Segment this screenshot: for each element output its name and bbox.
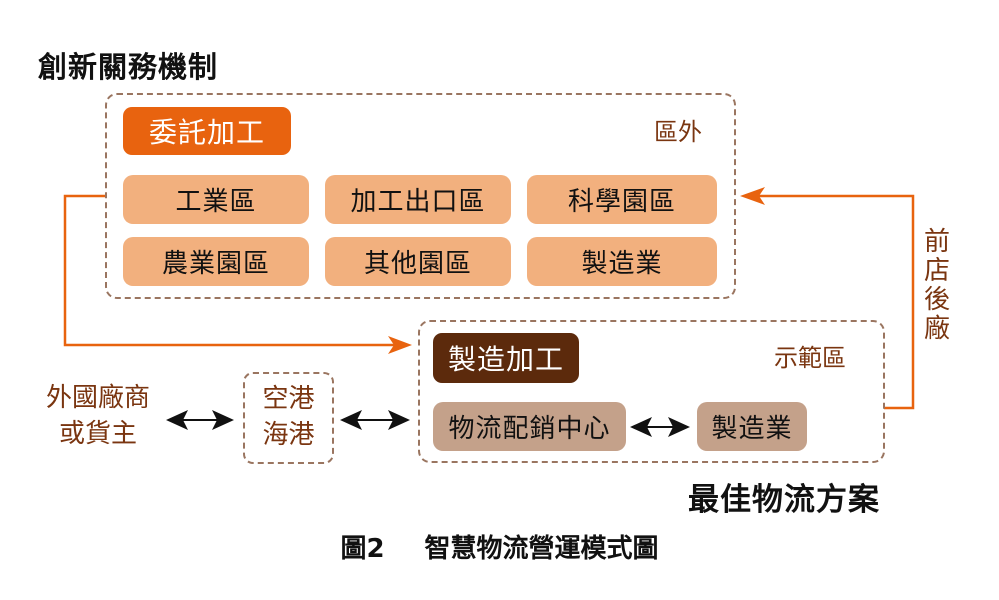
demo-zone-label: 示範區 (774, 344, 846, 372)
best-logistics-solution: 最佳物流方案 (688, 482, 880, 518)
flow-arrow-demo-to-outside (755, 194, 915, 410)
cell-science-park: 科學園區 (527, 175, 717, 224)
ports-box (243, 372, 334, 464)
port-line: 空港 (262, 384, 315, 414)
figure-caption: 圖2 智慧物流營運模式圖 (0, 528, 999, 565)
demo-manufacturing: 製造業 (697, 402, 807, 451)
figure-caption-text: 智慧物流營運模式圖 (424, 534, 659, 564)
cell-agricultural-park: 農業園區 (123, 237, 309, 286)
cell-other-parks: 其他園區 (325, 237, 511, 286)
label-char: 前 (923, 227, 950, 257)
flow-arrowhead-to-outside (740, 187, 765, 205)
port-line: 海港 (262, 420, 315, 450)
label-char: 店 (923, 256, 950, 286)
flow-arrow-outside-to-demo (63, 194, 398, 347)
manufacturing-processing-badge: 製造加工 (433, 333, 579, 383)
cell-manufacturing: 製造業 (527, 237, 717, 286)
diagram-title: 創新關務機制 (38, 50, 219, 84)
double-arrow-foreign-ports (166, 410, 234, 430)
outsourced-processing-badge: 委託加工 (123, 107, 291, 155)
ports-label: 空港 海港 (243, 381, 334, 453)
foreign-party-line: 或貨主 (58, 419, 137, 449)
outside-zone-box (105, 93, 736, 299)
double-arrow-ports-demo (340, 410, 410, 430)
foreign-party-label: 外國廠商 或貨主 (30, 380, 166, 452)
flow-arrowhead-to-demo (388, 336, 412, 354)
logistics-distribution-center: 物流配銷中心 (433, 402, 626, 451)
outside-zone-label: 區外 (654, 118, 702, 146)
demo-zone-box (418, 320, 885, 463)
foreign-party-line: 外國廠商 (45, 383, 150, 413)
label-char: 後 (923, 285, 950, 315)
double-arrow-logistics-manufacturing (630, 417, 690, 437)
cell-industrial-zone: 工業區 (123, 175, 309, 224)
cell-export-processing-zone: 加工出口區 (325, 175, 511, 224)
front-store-back-factory-label: 前 店 後 廠 (922, 228, 952, 344)
figure-number: 圖2 (340, 534, 385, 564)
label-char: 廠 (923, 314, 950, 344)
